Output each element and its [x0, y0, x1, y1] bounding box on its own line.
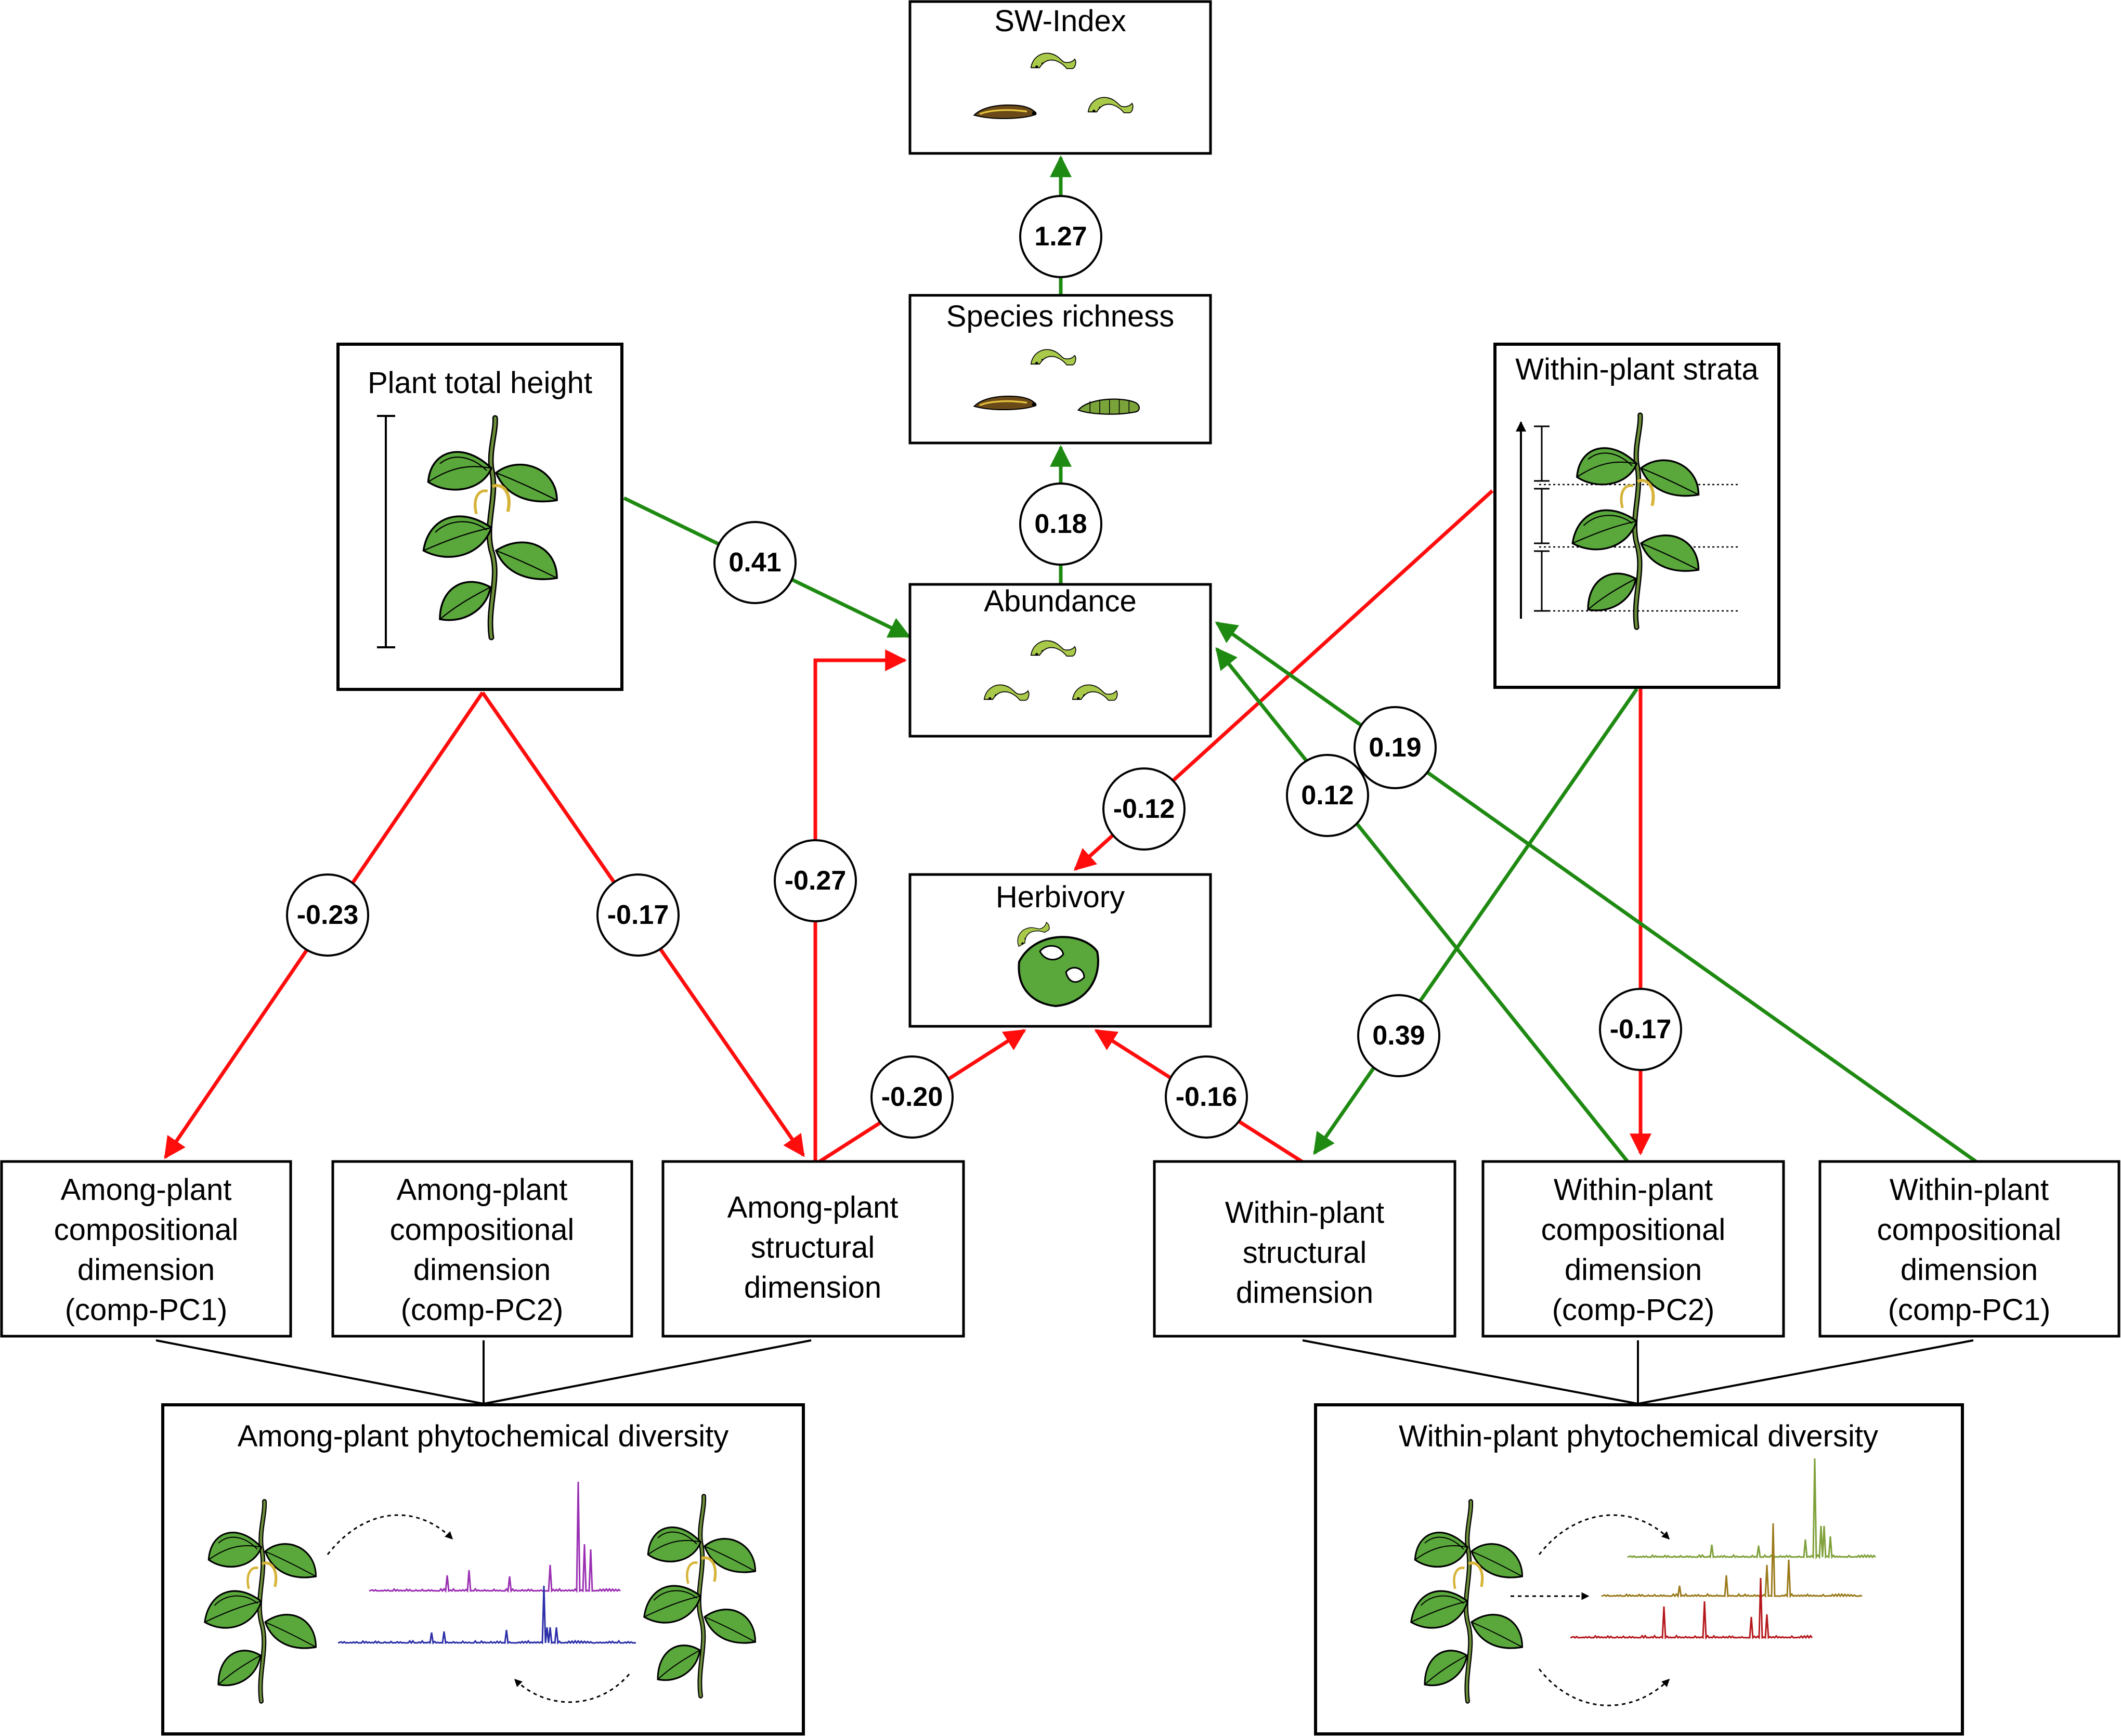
coefficient-label: -0.17 [1610, 1014, 1672, 1045]
coef-height-to-among-pc1: -0.23 [286, 873, 369, 957]
node-line: compositional [390, 1213, 575, 1247]
herbivory-node: Herbivory [908, 873, 1212, 1028]
eaten-leaf-icon [1012, 917, 1099, 1008]
dashed-arrow [1538, 1668, 1670, 1706]
coef-richness-to-sw: 1.27 [1019, 195, 1102, 278]
node-line: Among-plant [397, 1173, 568, 1207]
within-plant-strata-label: Within-plant strata [1515, 353, 1759, 386]
path-within-pc1-to-abundance [1215, 621, 1977, 1163]
among-structural-node: Among-plant structural dimension [661, 1160, 965, 1338]
node-line: (comp-PC2) [401, 1293, 564, 1327]
within-diversity-node: Within-plant phytochemical diversity [1314, 1403, 1964, 1735]
species-richness-node: Species richness [908, 294, 1212, 445]
node-line: (comp-PC1) [1888, 1293, 2051, 1327]
node-line: structural [1243, 1236, 1367, 1270]
within-comp-pc1-node: Within-plant compositional dimension (co… [1818, 1160, 2120, 1338]
abundance-label: Abundance [984, 584, 1136, 618]
path-within-pc2-to-abundance [1215, 647, 1629, 1163]
coefficient-label: -0.17 [607, 900, 669, 930]
plant-total-height-label: Plant total height [368, 366, 592, 400]
herbivory-label: Herbivory [996, 880, 1125, 914]
connector-line [1302, 1339, 1638, 1405]
path-strata-to-within-structural [1313, 688, 1638, 1155]
spectrum-olive [1601, 1523, 1863, 1599]
node-line: dimension [77, 1253, 215, 1287]
spectrum-purple [369, 1481, 621, 1593]
coefficient-label: 0.18 [1034, 509, 1087, 539]
coef-within-pc1-to-abundance: 0.19 [1354, 706, 1437, 789]
node-line: dimension [413, 1253, 551, 1287]
coefficient-label: -0.20 [881, 1082, 943, 1112]
coef-among-structural-to-abundance: -0.27 [774, 839, 857, 922]
coef-strata-to-within-structural: 0.39 [1357, 994, 1440, 1077]
connector-line [1637, 1339, 1974, 1405]
node-line: dimension [1565, 1253, 1702, 1287]
dashed-arrow [1538, 1514, 1670, 1555]
within-structural-node: Within-plant structural dimension [1153, 1160, 1456, 1338]
spectrum-red [1570, 1577, 1813, 1640]
node-line: dimension [1236, 1276, 1373, 1310]
node-line: (comp-PC1) [65, 1293, 228, 1327]
sw-index-node: SW-Index [908, 0, 1212, 155]
node-line: compositional [54, 1213, 239, 1247]
connector-line [155, 1339, 484, 1405]
node-line: Within-plant [1225, 1196, 1384, 1230]
within-connectors [1302, 1339, 1974, 1405]
dashed-arrow [327, 1514, 453, 1555]
abundance-node: Abundance [908, 583, 1212, 738]
coefficient-label: -0.16 [1176, 1082, 1238, 1112]
spectrum-blue [337, 1585, 636, 1645]
node-line: (comp-PC2) [1552, 1293, 1715, 1327]
coefficient-label: -0.23 [297, 900, 359, 930]
coefficient-label: 0.12 [1301, 780, 1354, 811]
coef-strata-to-herbivory: -0.12 [1102, 767, 1186, 851]
node-line: Among-plant [727, 1191, 899, 1224]
node-line: dimension [744, 1271, 881, 1304]
coef-within-pc2-to-abundance: 0.12 [1286, 754, 1369, 837]
species-richness-label: Species richness [946, 299, 1174, 333]
among-comp-pc2-node: Among-plant compositional dimension (com… [331, 1160, 633, 1338]
coef-among-structural-to-herbivory: -0.20 [870, 1055, 954, 1139]
within-diversity-label: Within-plant phytochemical diversity [1399, 1419, 1878, 1453]
node-line: Among-plant [61, 1173, 232, 1207]
coef-strata-to-within-pc2: -0.17 [1599, 988, 1682, 1071]
path-among-structural-to-abundance [813, 649, 907, 1161]
sw-index-label: SW-Index [994, 4, 1126, 38]
node-line: compositional [1541, 1213, 1726, 1247]
coefficient-label: 0.41 [728, 547, 781, 578]
coef-abundance-to-richness: 0.18 [1019, 482, 1102, 566]
coefficient-label: -0.12 [1113, 794, 1175, 824]
among-diversity-node: Among-plant phytochemical diversity [161, 1403, 805, 1735]
coefficient-label: -0.27 [785, 866, 847, 896]
among-comp-pc1-node: Among-plant compositional dimension (com… [0, 1160, 292, 1338]
height-scale-bar [377, 415, 395, 648]
node-line: compositional [1877, 1213, 2062, 1247]
coef-within-structural-to-herbivory: -0.16 [1165, 1055, 1248, 1139]
spectrum-green [1627, 1458, 1877, 1560]
coef-height-to-among-structural: -0.17 [596, 873, 680, 957]
among-diversity-label: Among-plant phytochemical diversity [238, 1419, 729, 1453]
node-line: Within-plant [1890, 1173, 2049, 1207]
node-line: Within-plant [1554, 1173, 1713, 1207]
within-plant-strata-node: Within-plant strata [1493, 343, 1780, 689]
coefficient-label: 0.19 [1369, 733, 1421, 763]
node-line: dimension [1901, 1253, 2038, 1287]
connector-line [483, 1339, 812, 1405]
within-comp-pc2-node: Within-plant compositional dimension (co… [1481, 1160, 1785, 1338]
coefficient-label: 1.27 [1034, 221, 1087, 252]
dashed-arrow [514, 1674, 630, 1703]
coef-height-to-abundance: 0.41 [713, 521, 797, 604]
among-connectors [155, 1339, 812, 1405]
coefficient-label: 0.39 [1372, 1021, 1425, 1051]
node-line: structural [751, 1231, 875, 1264]
plant-total-height-node: Plant total height [336, 343, 623, 691]
